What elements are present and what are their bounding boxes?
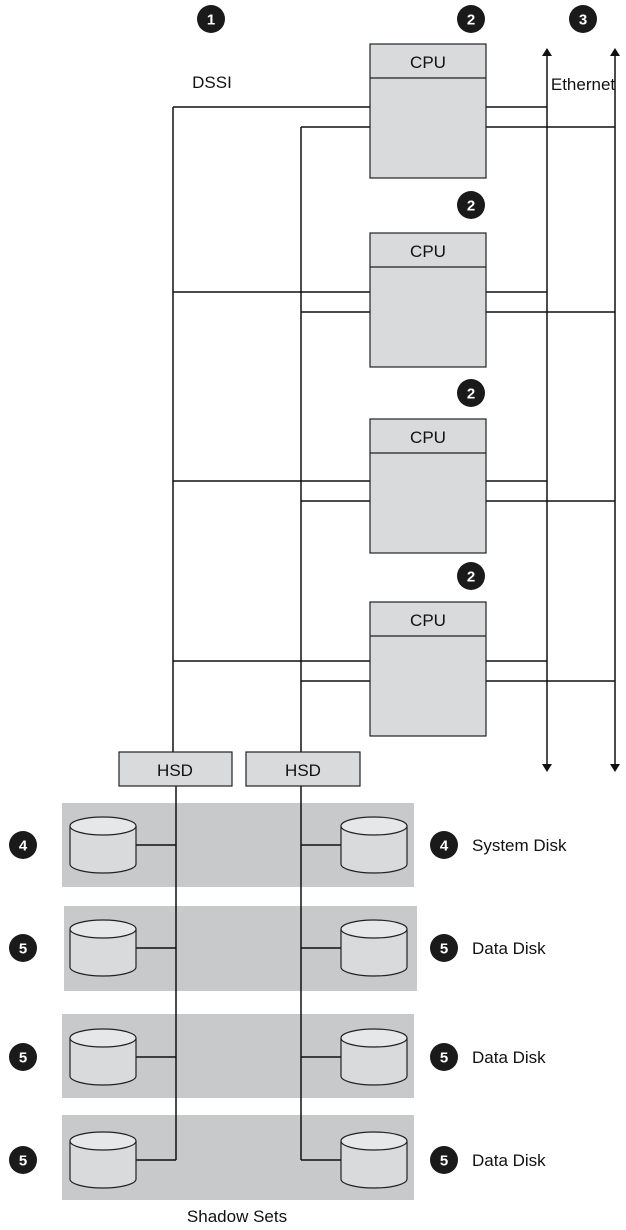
disk-drive-icon — [69, 1028, 137, 1086]
cpu-box — [369, 601, 487, 737]
dssi-label: DSSI — [192, 73, 232, 92]
disk-drive-icon — [340, 919, 408, 977]
svg-text:2: 2 — [467, 198, 475, 215]
callout-system-disk-right: 4 — [430, 831, 458, 859]
disk-drive-icon — [69, 919, 137, 977]
shadow-sets-label: Shadow Sets — [187, 1207, 287, 1226]
hsd-controller-2: HSD — [245, 751, 361, 787]
disk-drive-icon — [340, 1028, 408, 1086]
cpu-label: CPU — [410, 242, 446, 261]
callout-data-disk-right-3: 5 — [430, 1146, 458, 1174]
cpu-label: CPU — [410, 53, 446, 72]
svg-text:5: 5 — [19, 941, 27, 958]
disk-drive-icon — [340, 816, 408, 874]
cpu-node-1: CPU — [369, 43, 487, 179]
callout-cpu-4: 2 — [457, 562, 485, 590]
svg-text:5: 5 — [440, 1153, 448, 1170]
callout-data-disk-left-2: 5 — [9, 1043, 37, 1071]
cpu-node-3: CPU — [369, 418, 487, 554]
callout-data-disk-right-2: 5 — [430, 1043, 458, 1071]
svg-text:5: 5 — [440, 941, 448, 958]
cpu-label: CPU — [410, 428, 446, 447]
svg-text:4: 4 — [19, 838, 28, 855]
cpu-node-2: CPU — [369, 232, 487, 368]
dssi-bus-wires — [172, 106, 370, 1160]
hsd-label: HSD — [285, 761, 321, 780]
callout-system-disk-left: 4 — [9, 831, 37, 859]
svg-text:5: 5 — [19, 1153, 27, 1170]
shadow-set-label-2: Data Disk — [472, 939, 546, 958]
svg-text:2: 2 — [467, 12, 475, 29]
callout-dssi: 1 — [197, 5, 225, 33]
svg-text:2: 2 — [467, 386, 475, 403]
callout-data-disk-left-3: 5 — [9, 1146, 37, 1174]
hsd-controller-1: HSD — [118, 751, 233, 787]
shadow-set-label-1: System Disk — [472, 836, 567, 855]
callout-cpu-1: 2 — [457, 5, 485, 33]
callout-data-disk-right-1: 5 — [430, 934, 458, 962]
cpu-box — [369, 232, 487, 368]
cpu-label: CPU — [410, 611, 446, 630]
disk-drive-icon — [340, 1131, 408, 1189]
callout-data-disk-left-1: 5 — [9, 934, 37, 962]
ethernet-label: Ethernet — [551, 75, 616, 94]
hsd-box — [245, 751, 361, 787]
shadow-set-label-4: Data Disk — [472, 1151, 546, 1170]
hsd-label: HSD — [157, 761, 193, 780]
svg-text:2: 2 — [467, 569, 475, 586]
disk-connector-wires — [136, 844, 341, 1161]
callout-cpu-2: 2 — [457, 191, 485, 219]
svg-text:5: 5 — [440, 1050, 448, 1067]
disk-drive-icon — [69, 816, 137, 874]
ethernet-bus-wires — [486, 48, 620, 772]
cpu-node-4: CPU — [369, 601, 487, 737]
svg-text:4: 4 — [440, 838, 449, 855]
cpu-box — [369, 418, 487, 554]
hsd-box — [118, 751, 233, 787]
svg-text:1: 1 — [207, 12, 215, 29]
disk-drives — [69, 816, 408, 1189]
svg-text:5: 5 — [19, 1050, 27, 1067]
callout-ethernet: 3 — [569, 5, 597, 33]
cpu-box — [369, 43, 487, 179]
shadow-set-label-3: Data Disk — [472, 1048, 546, 1067]
svg-text:3: 3 — [579, 12, 587, 29]
disk-drive-icon — [69, 1131, 137, 1189]
callout-cpu-3: 2 — [457, 379, 485, 407]
callout-badges: 1 3 2 2 2 2 4 5 — [9, 5, 597, 1174]
